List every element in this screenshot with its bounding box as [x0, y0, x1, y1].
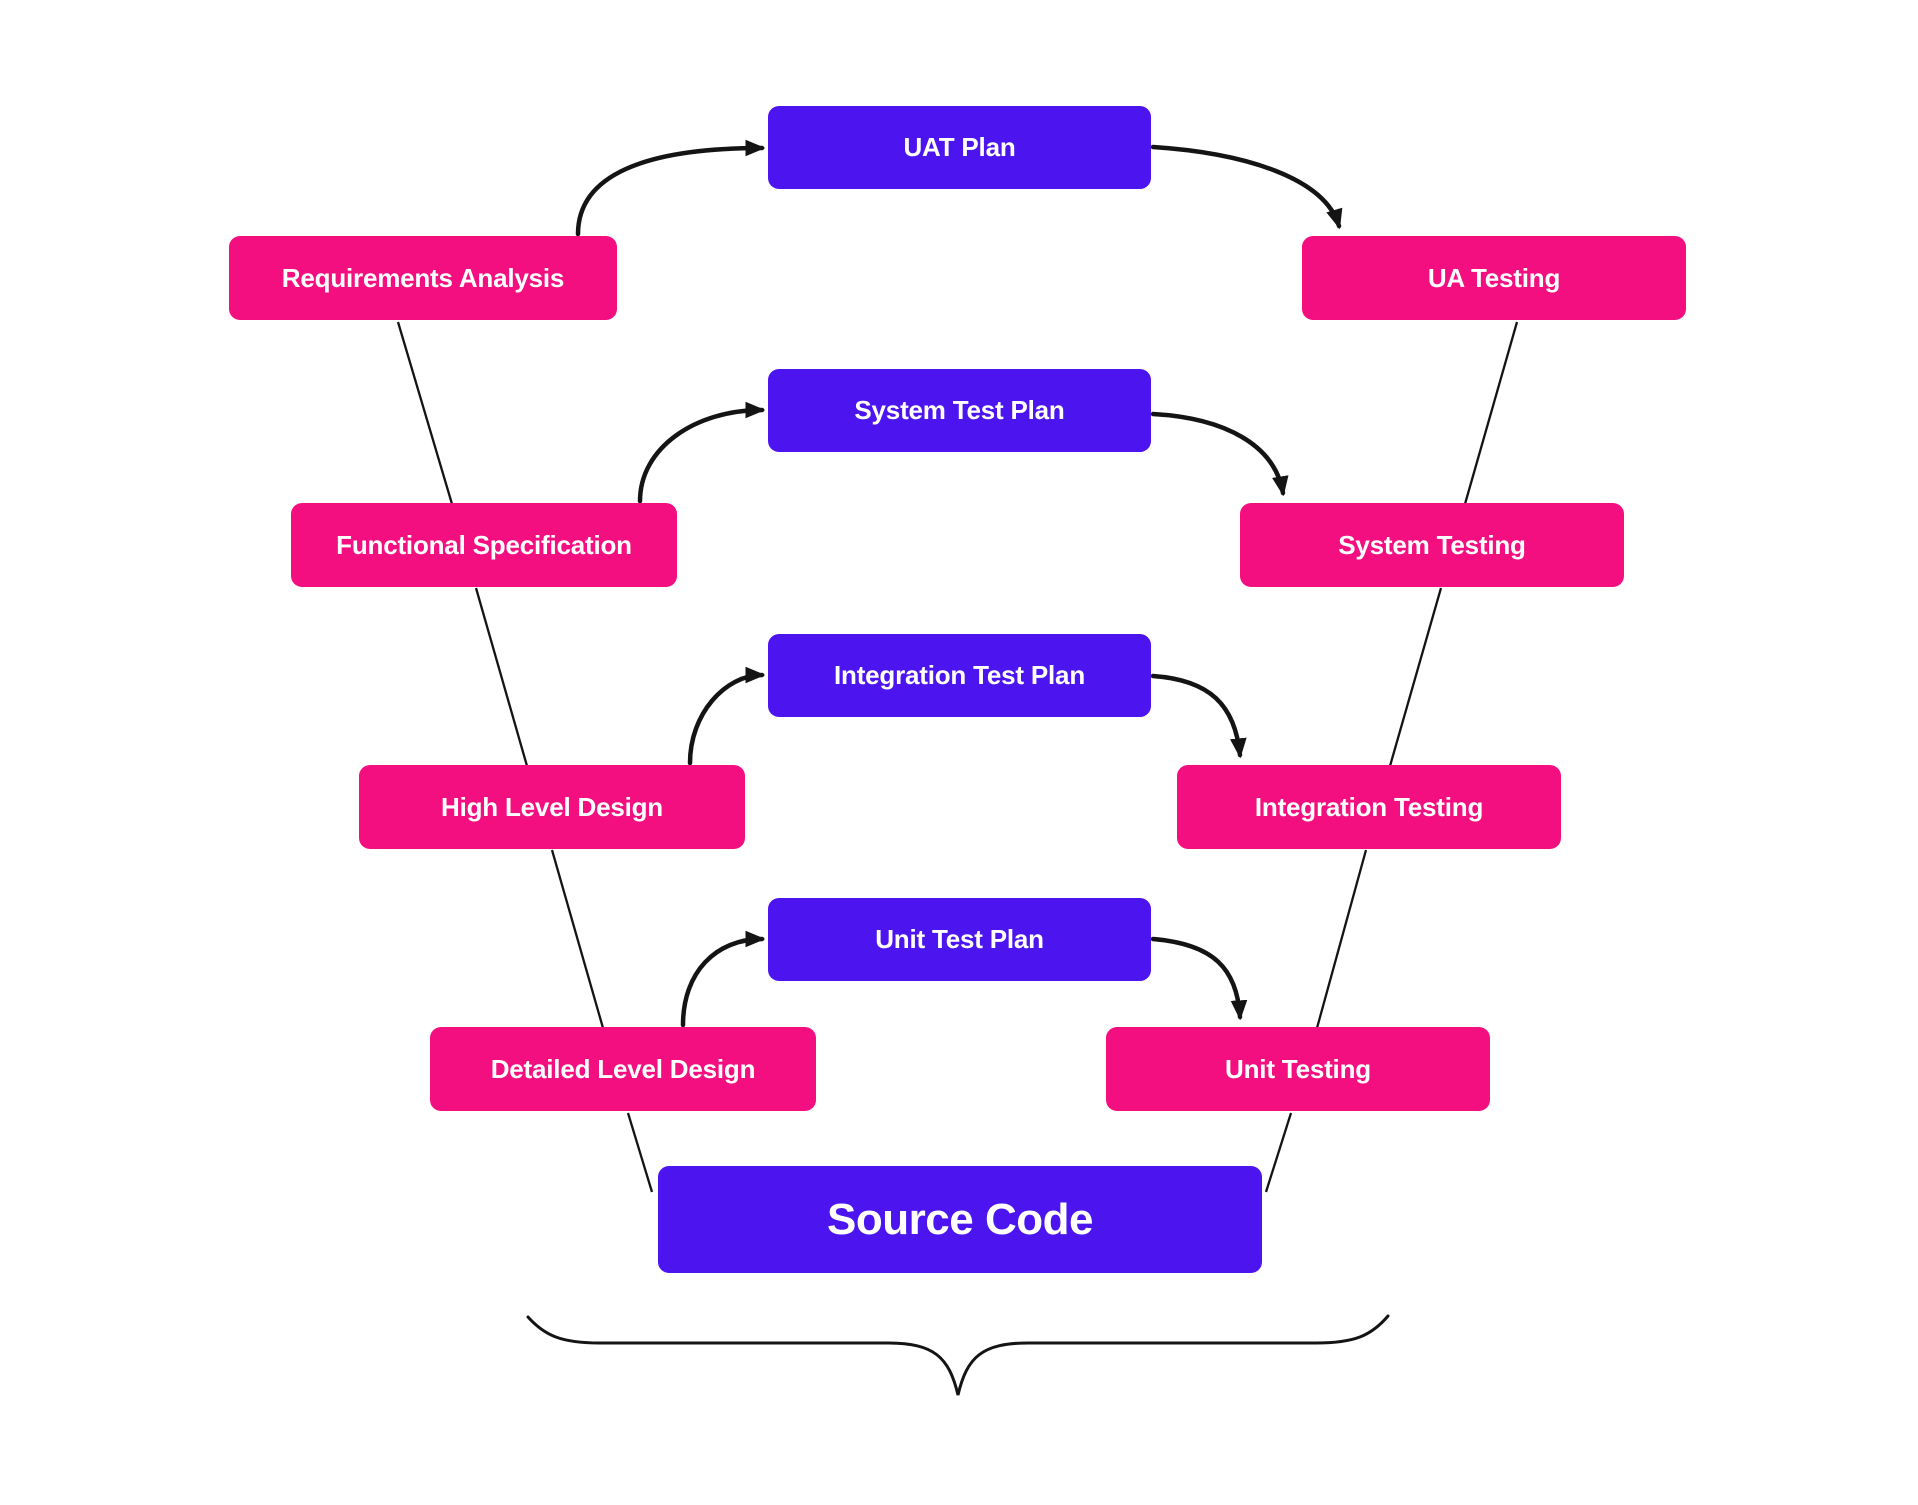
node-unit-testing: Unit Testing [1106, 1027, 1490, 1111]
line-systemtesting-to-integration [1388, 587, 1443, 767]
node-source-code: Source Code [658, 1166, 1262, 1273]
line-unittesting-to-sourcecode [1264, 1112, 1293, 1193]
node-label: Requirements Analysis [281, 262, 565, 293]
node-requirements-analysis: Requirements Analysis [229, 236, 617, 320]
node-label: System Testing [1338, 529, 1526, 560]
arrow-systemtestplan-to-systemtesting [1150, 411, 1289, 497]
node-high-level-design: High Level Design [359, 765, 745, 849]
arrow-highlevel-to-integrationplan [687, 666, 766, 766]
line-highlevel-to-detailed [550, 849, 605, 1029]
node-label: Source Code [827, 1194, 1093, 1244]
node-unit-test-plan: Unit Test Plan [768, 898, 1151, 981]
line-detailed-to-sourcecode [626, 1112, 654, 1193]
node-detailed-level-design: Detailed Level Design [430, 1027, 816, 1111]
arrow-detailed-to-unittestplan [680, 930, 766, 1028]
node-integration-testing: Integration Testing [1177, 765, 1561, 849]
node-label: Detailed Level Design [490, 1053, 756, 1084]
arrow-integrationplan-to-integrationtesting [1150, 673, 1247, 759]
line-functional-to-highlevel [474, 587, 529, 767]
node-functional-specification: Functional Specification [291, 503, 677, 587]
node-system-testing: System Testing [1240, 503, 1624, 587]
arrow-unittestplan-to-unittesting [1150, 936, 1248, 1021]
node-label: Integration Test Plan [833, 660, 1085, 690]
node-label: High Level Design [441, 791, 663, 822]
node-label: Unit Testing [1225, 1053, 1371, 1084]
node-integration-test-plan: Integration Test Plan [768, 634, 1151, 717]
node-label: Unit Test Plan [875, 924, 1044, 954]
node-ua-testing: UA Testing [1302, 236, 1686, 320]
curly-brace [526, 1314, 1390, 1396]
node-label: Functional Specification [336, 529, 632, 560]
node-label: Integration Testing [1254, 791, 1484, 822]
arrow-functional-to-systemtestplan [637, 401, 766, 504]
node-label: UAT Plan [903, 132, 1016, 162]
arrow-requirements-to-uatplan [575, 139, 766, 237]
node-label: UA Testing [1427, 262, 1561, 293]
line-requirements-to-functional [396, 321, 454, 505]
node-uat-plan: UAT Plan [768, 106, 1151, 189]
node-system-test-plan: System Test Plan [768, 369, 1151, 452]
line-uatesting-to-systemtesting [1463, 321, 1519, 505]
arrow-uatplan-to-uatesting [1150, 144, 1343, 230]
node-label: System Test Plan [854, 395, 1065, 425]
line-integration-to-unittesting [1315, 849, 1368, 1029]
